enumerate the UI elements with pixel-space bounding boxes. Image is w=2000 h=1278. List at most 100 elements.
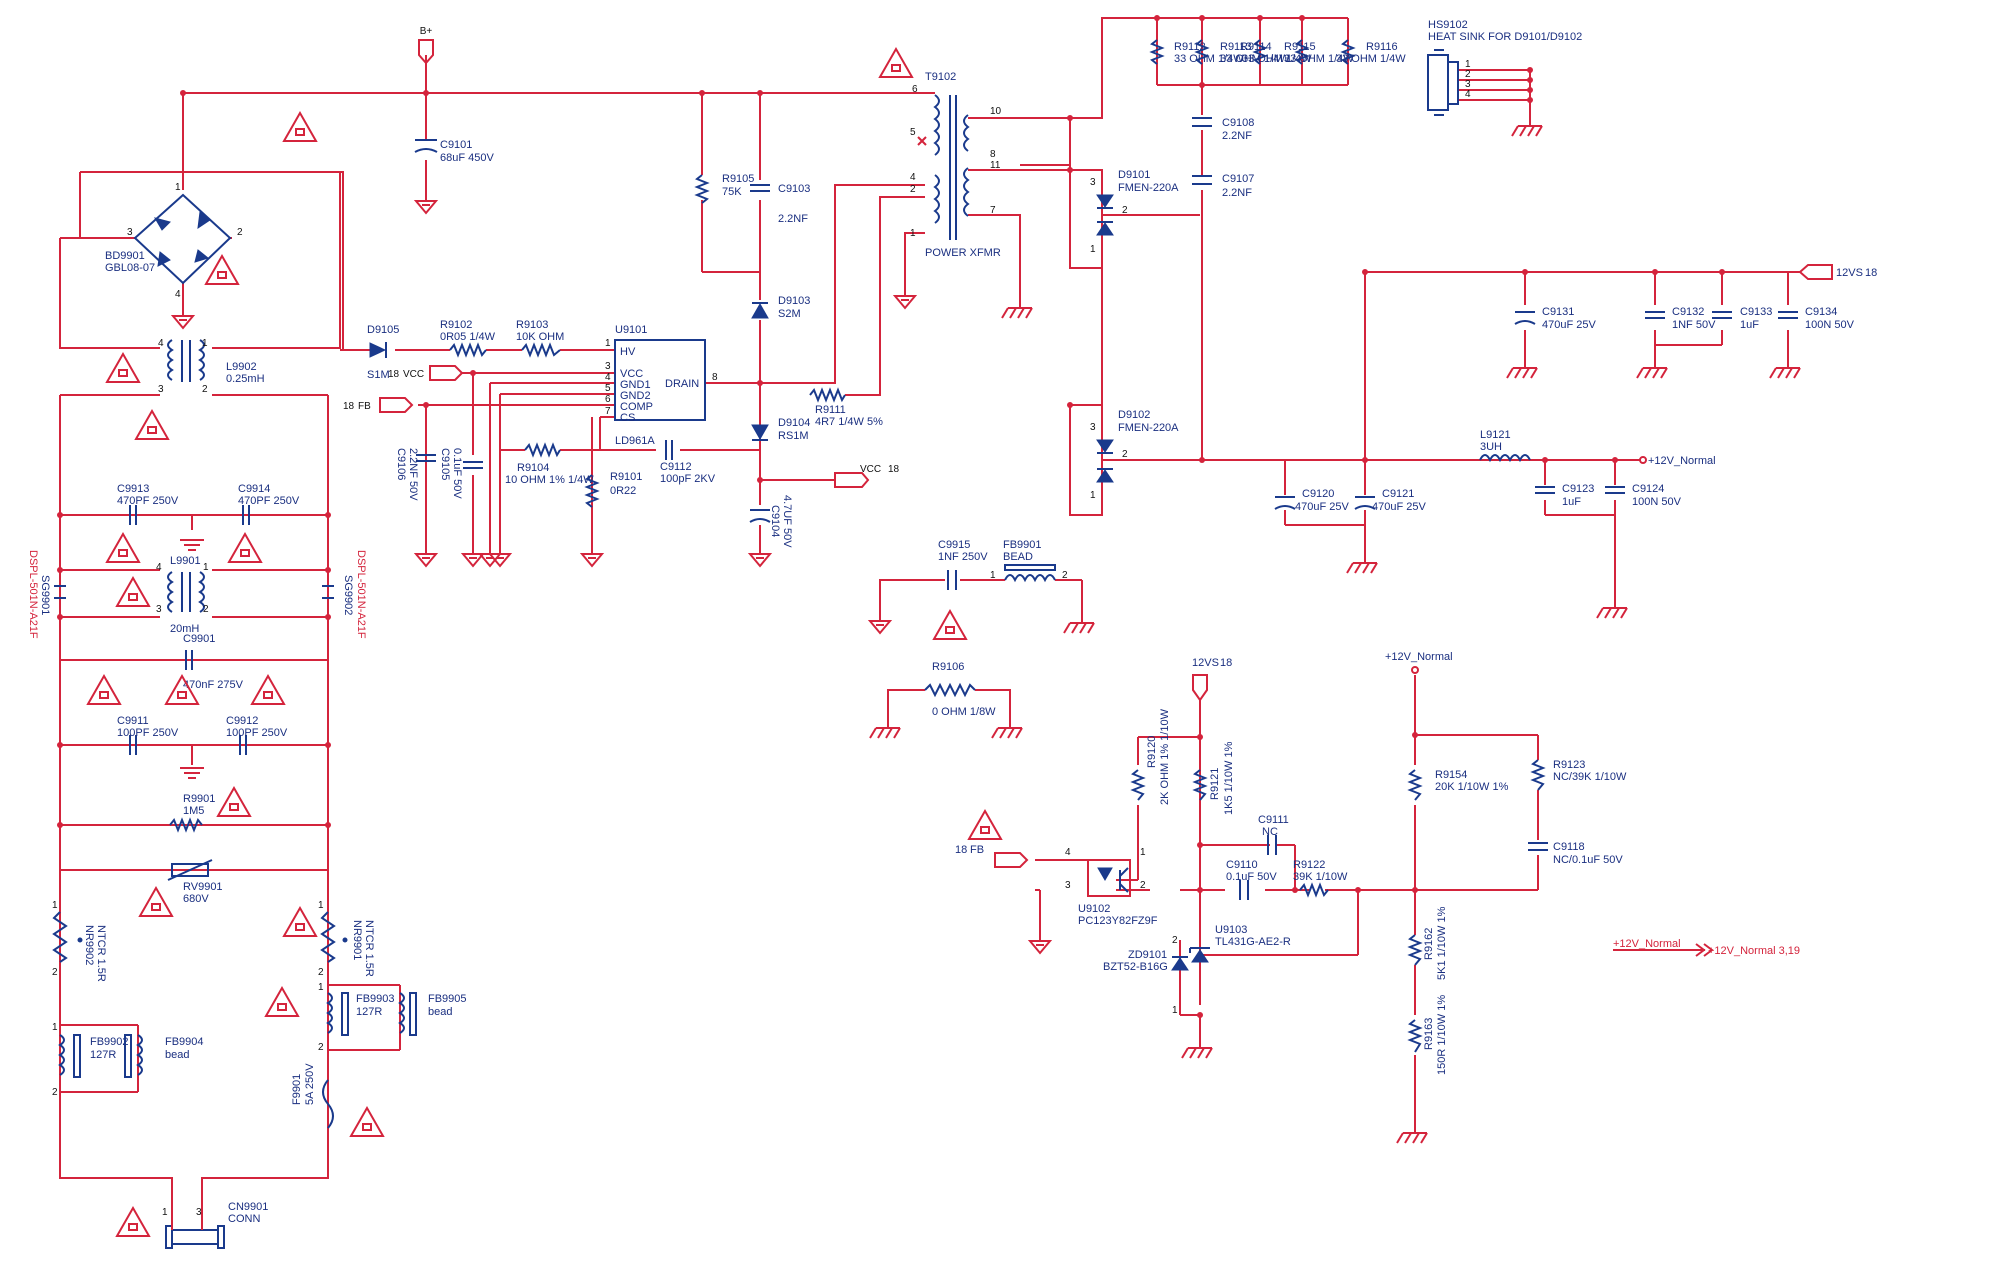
svg-text:3: 3 [127,227,133,238]
svg-text:470uF 25V: 470uF 25V [1295,501,1349,513]
svg-text:39K 1/10W: 39K 1/10W [1293,871,1348,883]
bridge-rectifier-bd9901: 1 3 2 4 BD9901 GBL08-07 [105,182,243,329]
svg-text:2: 2 [237,227,243,238]
svg-text:10K OHM: 10K OHM [516,331,564,343]
svg-text:HEAT SINK FOR D9101/D9102: HEAT SINK FOR D9101/D9102 [1428,31,1582,43]
svg-text:18: 18 [888,464,900,475]
svg-text:2K OHM 1% 1/10W: 2K OHM 1% 1/10W [1159,708,1171,805]
svg-text:100PF 250V: 100PF 250V [117,727,179,739]
resistor-r9163: R9163 150R 1/10W 1% [1407,995,1448,1075]
svg-text:1: 1 [910,228,916,239]
svg-text:0.25mH: 0.25mH [226,373,265,385]
svg-text:0 OHM 1/8W: 0 OHM 1/8W [932,706,996,718]
resistor-r9120: R9120 2K OHM 1% 1/10W [1130,708,1171,805]
svg-text:GND2: GND2 [620,390,651,402]
svg-text:2: 2 [202,384,208,395]
svg-text:R9121: R9121 [1209,768,1221,800]
svg-text:FMEN-220A: FMEN-220A [1118,182,1179,194]
bead-fb9904: FB9904 bead [124,1034,204,1078]
resistor-r9116: R9116 33 OHM 1/4W [1336,39,1406,65]
svg-text:C9110: C9110 [1226,859,1258,871]
svg-text:12VS: 12VS [1836,267,1863,279]
svg-text:33 OHM 1/4W: 33 OHM 1/4W [1284,53,1354,65]
svg-text:470PF 250V: 470PF 250V [238,495,300,507]
svg-text:33 OHM 1/4W: 33 OHM 1/4W [1174,53,1244,65]
svg-text:75K: 75K [722,186,742,198]
svg-text:127R: 127R [356,1006,382,1018]
svg-text:NC/0.1uF 50V: NC/0.1uF 50V [1553,854,1623,866]
svg-text:FB: FB [970,844,984,856]
svg-text:10 OHM 1% 1/4W: 10 OHM 1% 1/4W [505,474,594,486]
svg-text:SG9902: SG9902 [342,575,354,615]
svg-text:CONN: CONN [228,1213,260,1225]
svg-text:4R7 1/4W 5%: 4R7 1/4W 5% [815,416,883,428]
svg-text:20mH: 20mH [170,623,199,635]
svg-text:3UH: 3UH [1480,441,1502,453]
svg-text:DRAIN: DRAIN [665,378,699,390]
svg-text:R9104: R9104 [517,462,549,474]
resistor-r9104: R9104 10 OHM 1% 1/4W [505,442,594,486]
svg-text:4: 4 [175,289,181,300]
svg-text:bead: bead [165,1049,189,1061]
cap-c9131: C9131 470uF 25V [1514,306,1596,331]
resistor-r9106: R9106 0 OHM 1/8W [924,661,996,718]
svg-text:CN9901: CN9901 [228,1201,268,1213]
svg-text:C9101: C9101 [440,139,472,151]
svg-text:BD9901: BD9901 [105,250,145,262]
svg-text:GBL08-07: GBL08-07 [105,262,155,274]
svg-text:TL431G-AE2-R: TL431G-AE2-R [1215,936,1291,948]
svg-text:4: 4 [158,338,164,349]
svg-text:ZD9101: ZD9101 [1128,949,1167,961]
svg-text:33 OHM 1/4W: 33 OHM 1/4W [1336,53,1406,65]
chassis-ground [180,539,204,551]
svg-text:1: 1 [1140,847,1146,858]
svg-text:2: 2 [52,1087,58,1098]
svg-text:C9123: C9123 [1562,483,1594,495]
svg-text:C9124: C9124 [1632,483,1664,495]
svg-text:VCC: VCC [620,368,643,380]
svg-text:R9105: R9105 [722,173,754,185]
thermistor-nr9902: 1 2 NR9902 NTCR 1.5R [52,900,107,982]
svg-text:11: 11 [990,160,1001,171]
inductor-l9121: L9121 3UH [1479,429,1531,463]
svg-text:1uF: 1uF [1740,319,1759,331]
svg-text:+12V_Normal: +12V_Normal [1648,455,1716,467]
svg-text:3: 3 [605,361,611,372]
svg-text:L9901: L9901 [170,555,201,567]
svg-text:U9102: U9102 [1078,903,1110,915]
svg-text:FMEN-220A: FMEN-220A [1118,422,1179,434]
transformer-t9102: T9102 6 5 4 2 1 10 8 11 7 POWER XFMR [910,71,1002,259]
svg-text:+12V_Normal: +12V_Normal [1613,938,1681,950]
safety-warning-icons [87,48,1002,1237]
svg-text:VCC: VCC [403,369,424,380]
svg-text:1: 1 [1090,244,1096,255]
svg-text:0.1uF 50V: 0.1uF 50V [451,448,463,499]
spark-gap-sg9901: SG9901 DSPL-501N-A21F [27,550,66,639]
svg-text:100PF 250V: 100PF 250V [226,727,288,739]
svg-text:4: 4 [910,172,916,183]
svg-text:2: 2 [1122,449,1128,460]
svg-text:4: 4 [605,372,611,383]
svg-text:VCC: VCC [860,464,881,475]
svg-text:1: 1 [202,338,208,349]
svg-text:C9120: C9120 [1302,488,1334,500]
svg-text:7: 7 [990,205,996,216]
svg-text:33 OHM 1/4W: 33 OHM 1/4W [1242,53,1312,65]
svg-text:FB9902: FB9902 [90,1036,129,1048]
svg-text:SG9901: SG9901 [39,575,51,615]
diode-d9104: D9104 RS1M [751,417,810,442]
svg-text:FB9901: FB9901 [1003,539,1042,551]
svg-text:C9104: C9104 [769,505,781,537]
v12-normal-output: +12V_Normal [1639,455,1716,467]
fb-port-right: 18 FB [955,844,1029,868]
svg-text:4.7UF 50V: 4.7UF 50V [781,495,793,548]
svg-text:FB9905: FB9905 [428,993,467,1005]
svg-text:C9111: C9111 [1258,814,1289,826]
svg-text:DSPL-501N-A21F: DSPL-501N-A21F [355,550,367,639]
svg-text:D9105: D9105 [367,324,399,336]
inductor-l9902: 4 3 1 2 L9902 0.25mH [158,338,265,395]
optocoupler-u9102: 4 3 1 2 U9102 PC123Y82FZ9F [1065,847,1158,927]
svg-text:T9102: T9102 [925,71,956,83]
svg-text:4: 4 [1065,847,1071,858]
